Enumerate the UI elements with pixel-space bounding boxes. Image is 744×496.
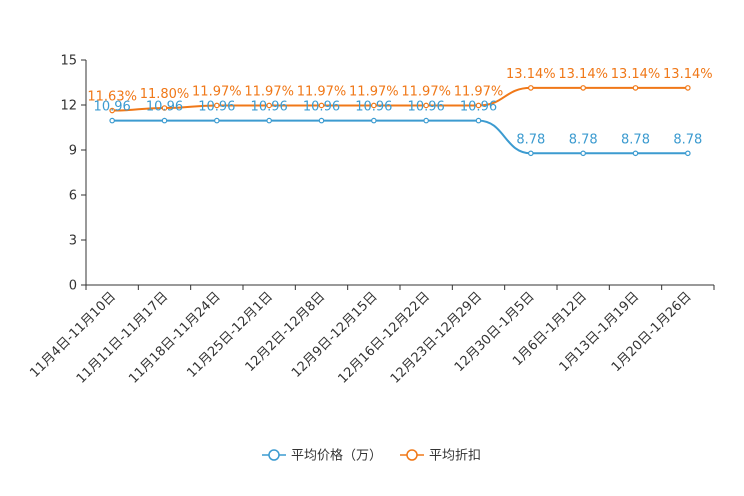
- data-label: 13.14%: [611, 67, 661, 82]
- data-label: 10.96: [251, 100, 288, 115]
- series-lines: [112, 86, 688, 155]
- data-labels: 10.96 10.96 10.96 10.96 10.96 10.96 10.96 10.96…: [87, 67, 712, 147]
- x-tick-label: 12月16日-12月22日: [336, 289, 433, 386]
- data-label: 8.78: [621, 132, 650, 147]
- data-point: [423, 117, 429, 124]
- y-tick-label: 15: [60, 54, 77, 69]
- series-points: [109, 85, 691, 157]
- legend[interactable]: 平均价格（万） 平均折扣: [262, 448, 481, 464]
- data-point: [318, 117, 325, 124]
- data-point: [685, 150, 691, 157]
- data-label: 11.63%: [87, 90, 137, 105]
- data-label: 10.96: [460, 100, 497, 115]
- data-point: [685, 85, 691, 91]
- legend-marker-icon: [406, 449, 418, 461]
- y-axis-ticks: 0 3 6 9 12 15: [60, 54, 86, 294]
- data-label: 8.78: [673, 132, 702, 147]
- data-point: [109, 107, 115, 114]
- data-point: [632, 85, 639, 91]
- legend-item-1[interactable]: 平均价格（万）: [262, 448, 382, 464]
- data-point: [266, 102, 272, 109]
- legend-marker-icon: [268, 449, 280, 461]
- x-tick-label: 11月18日-11月24日: [126, 289, 223, 386]
- data-point: [475, 117, 482, 124]
- data-point: [266, 117, 272, 124]
- data-label: 10.96: [355, 100, 392, 115]
- legend-label: 平均价格（万）: [291, 448, 382, 464]
- data-point: [475, 102, 482, 109]
- data-point: [528, 150, 534, 157]
- y-tick-label: 0: [69, 279, 77, 294]
- data-point: [109, 117, 115, 124]
- data-label: 13.14%: [663, 67, 713, 82]
- data-point: [580, 150, 586, 157]
- data-label: 8.78: [569, 132, 598, 147]
- data-label: 13.14%: [506, 67, 556, 82]
- data-label: 11.97%: [297, 84, 347, 99]
- data-label: 11.97%: [192, 84, 242, 99]
- x-tick-label: 12月23日-12月29日: [388, 289, 485, 386]
- x-tick-label: 11月11日-11月17日: [74, 289, 171, 386]
- data-point: [214, 102, 220, 109]
- data-point: [580, 85, 586, 91]
- data-label: 10.96: [198, 100, 235, 115]
- data-label: 8.78: [516, 132, 545, 147]
- data-point: [423, 102, 429, 109]
- x-axis-ticks: 11月4日-11月10日11月11日-11月17日11月18日-11月24日11…: [27, 285, 715, 387]
- x-tick-label: 11月4日-11月10日: [27, 289, 119, 381]
- data-label: 10.96: [94, 100, 131, 115]
- data-label: 10.96: [303, 100, 340, 115]
- data-label: 11.97%: [349, 84, 399, 99]
- data-label: 11.80%: [140, 87, 190, 102]
- y-tick-label: 12: [60, 99, 77, 114]
- data-label: 11.97%: [401, 84, 451, 99]
- data-label: 11.97%: [454, 84, 504, 99]
- data-point: [214, 117, 220, 124]
- y-tick-label: 3: [69, 234, 77, 249]
- data-label: 13.14%: [558, 67, 608, 82]
- data-point: [161, 117, 168, 124]
- data-label: 11.97%: [244, 84, 294, 99]
- data-point: [161, 105, 168, 111]
- data-point: [318, 102, 325, 109]
- data-point: [371, 117, 377, 124]
- data-label: 10.96: [408, 100, 445, 115]
- data-point: [371, 102, 377, 109]
- series-line-2: [112, 86, 688, 112]
- data-point: [528, 85, 534, 91]
- y-tick-label: 9: [69, 144, 77, 159]
- legend-label: 平均折扣: [429, 449, 481, 464]
- y-tick-label: 6: [69, 189, 77, 204]
- data-label: 10.96: [146, 100, 183, 115]
- legend-item-2[interactable]: 平均折扣: [400, 449, 481, 464]
- series-line-1: [112, 119, 688, 155]
- data-point: [632, 150, 639, 157]
